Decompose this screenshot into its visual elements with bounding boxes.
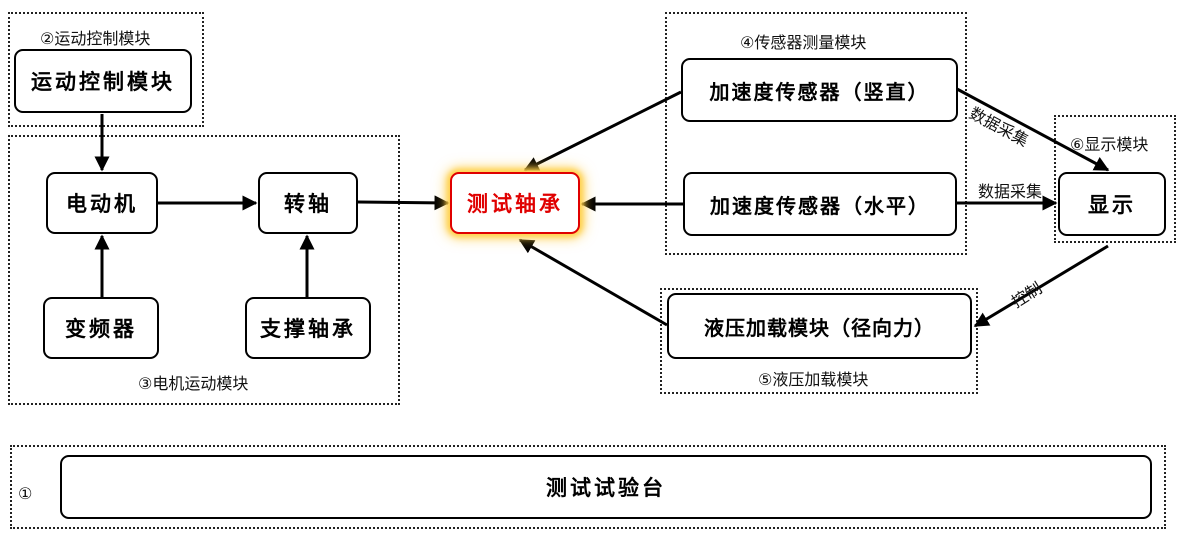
- node-display: 显示: [1058, 172, 1166, 236]
- arrow-vertical-to-display: [956, 87, 1110, 172]
- node-hydraulic-loading: 液压加载模块（径向力）: [667, 293, 972, 359]
- edge-label-data-acquisition-horizontal: 数据采集: [978, 182, 1043, 201]
- arrow-hydraulic-to-test-bearing: [518, 238, 668, 327]
- group-motion-control: [8, 12, 204, 127]
- group-display-module: [1054, 115, 1176, 243]
- arrow-shaft-to-test-bearing: [357, 195, 450, 211]
- group-label-test-bench: ①: [18, 484, 33, 503]
- node-motion-control: 运动控制模块: [14, 49, 192, 113]
- group-sensor-module: [665, 12, 967, 255]
- node-inverter: 变频器: [43, 297, 159, 359]
- node-test-bearing: 测试轴承: [450, 172, 580, 234]
- group-label-motion-control: ②运动控制模块: [40, 29, 151, 48]
- node-accel-vertical: 加速度传感器（竖直）: [681, 58, 958, 122]
- group-label-motor-module: ③电机运动模块: [138, 374, 249, 393]
- node-accel-horizontal: 加速度传感器（水平）: [683, 172, 957, 236]
- node-test-bench: 测试试验台: [60, 455, 1152, 519]
- arrow-vertical-to-test-bearing: [523, 90, 682, 172]
- node-shaft: 转轴: [258, 172, 358, 234]
- node-motor: 电动机: [46, 172, 158, 234]
- group-label-display-module: ⑥显示模块: [1070, 135, 1149, 154]
- group-label-sensor-module: ④传感器测量模块: [740, 33, 867, 52]
- group-motor-module: [8, 135, 400, 405]
- group-hydraulic-module: [660, 288, 978, 394]
- group-label-hydraulic-module: ⑤液压加载模块: [758, 370, 869, 389]
- arrow-display-to-hydraulic: [973, 244, 1109, 328]
- node-support-bearing: 支撑轴承: [245, 297, 371, 359]
- group-test-bench: [10, 445, 1166, 529]
